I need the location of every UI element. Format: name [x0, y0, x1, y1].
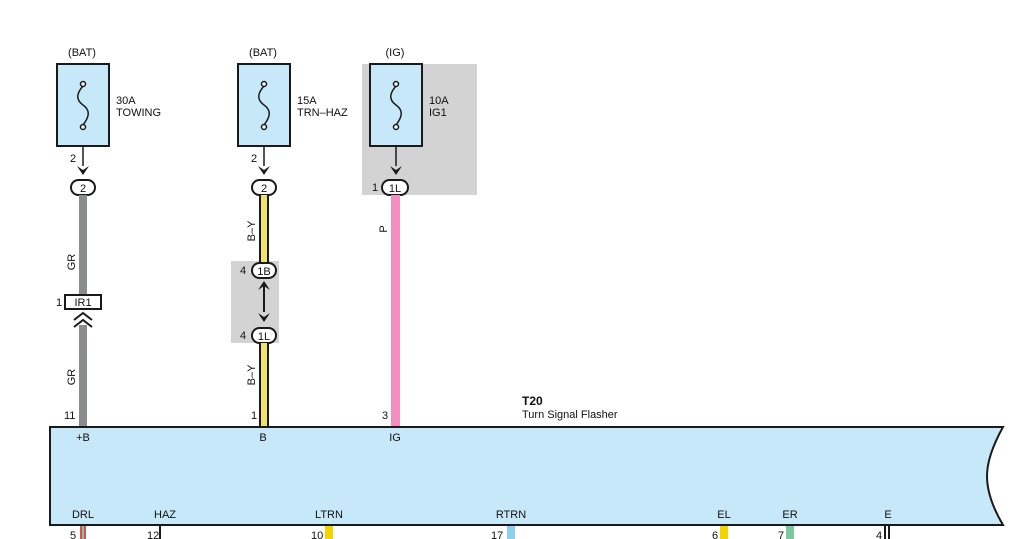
wire-p[interactable] [391, 195, 400, 427]
fuse-towing-rating: 30A [116, 95, 136, 107]
pin-er-label: ER [782, 509, 797, 521]
pin-plus-b-number: 11 [64, 410, 75, 422]
fuse-trnhaz-rating: 15A [297, 95, 317, 107]
fuse-ig1-supply: (IG) [386, 47, 405, 59]
wire-gr-lower[interactable] [79, 325, 87, 427]
turn-signal-flasher-body[interactable] [49, 426, 1005, 526]
pin-el-label: EL [717, 509, 730, 521]
wire-e-stub[interactable] [884, 526, 890, 539]
fuse-trnhaz-name: TRN–HAZ [297, 107, 348, 119]
fuse-ig1-rating: 10A [429, 95, 449, 107]
pin-drl-number: 5 [70, 530, 76, 539]
component-code: T20 [522, 394, 543, 408]
junction-ir1-pin: 1 [56, 297, 62, 309]
pin-ig-label: IG [389, 432, 401, 444]
wire-gr-upper-label: GR [66, 254, 78, 271]
wire-er-stub[interactable] [786, 526, 794, 539]
wire-ltrn-stub[interactable] [325, 526, 333, 539]
junction-ir1-chevrons [73, 311, 93, 328]
fuse-trnhaz-supply: (BAT) [249, 47, 277, 59]
junction-1b-1l-link [258, 281, 270, 322]
connector-trnhaz-label: 2 [261, 183, 267, 195]
fuse-towing-arrow [77, 166, 89, 175]
wire-el-stub[interactable] [720, 526, 728, 539]
fuse-trnhaz-pin: 2 [251, 153, 257, 165]
fuse-ig1-pin: 1 [372, 182, 378, 194]
fuse-towing-symbol [77, 80, 89, 166]
pin-er-number: 7 [778, 530, 784, 539]
fuse-towing-supply: (BAT) [68, 47, 96, 59]
fuse-ig1-arrow [390, 166, 402, 175]
wire-gr-upper[interactable] [79, 195, 87, 295]
wire-by-upper-label: B–Y [246, 220, 258, 241]
junction-1b-pin: 4 [240, 265, 246, 277]
wire-drl-stub[interactable] [80, 526, 86, 539]
connector-ig1-label: 1L [389, 183, 401, 195]
fuse-towing-name: TOWING [116, 107, 161, 119]
pin-el-number: 6 [712, 530, 718, 539]
connector-towing-label: 2 [80, 183, 86, 195]
junction-1l-pin: 4 [240, 330, 246, 342]
junction-ir1[interactable] [64, 294, 102, 310]
fuse-towing-pin: 2 [70, 153, 76, 165]
fuse-trnhaz-symbol [258, 80, 270, 166]
junction-1b-label: 1B [257, 266, 270, 278]
pin-b-label: B [259, 432, 266, 444]
junction-1l-label: 1L [258, 331, 270, 343]
fuse-ig1-symbol [390, 80, 402, 166]
pin-plus-b-label: +B [76, 432, 90, 444]
fuse-ig1-name: IG1 [429, 107, 447, 119]
pin-drl-label: DRL [72, 509, 94, 521]
pin-ltrn-label: LTRN [315, 509, 343, 521]
wire-by-lower-label: B–Y [246, 364, 258, 385]
wire-p-label: P [378, 225, 390, 232]
pin-ig-number: 3 [382, 410, 388, 422]
wire-by-upper[interactable] [259, 195, 269, 263]
pin-haz-label: HAZ [154, 509, 176, 521]
pin-haz-number: 12 [147, 530, 159, 539]
pin-b-number: 1 [251, 410, 257, 422]
junction-1b[interactable] [251, 262, 277, 279]
junction-ir1-label: IR1 [74, 297, 91, 309]
wire-by-lower[interactable] [259, 343, 269, 427]
pin-rtrn-label: RTRN [496, 509, 526, 521]
component-name: Turn Signal Flasher [522, 409, 618, 421]
wire-rtrn-stub[interactable] [507, 526, 515, 539]
pin-ltrn-number: 10 [311, 530, 323, 539]
pin-rtrn-number: 17 [491, 530, 503, 539]
pin-e-number: 4 [876, 530, 882, 539]
fuse-trnhaz-arrow [258, 166, 270, 175]
wire-haz-stub[interactable] [159, 526, 161, 539]
wire-gr-lower-label: GR [66, 369, 78, 386]
pin-e-label: E [884, 509, 891, 521]
